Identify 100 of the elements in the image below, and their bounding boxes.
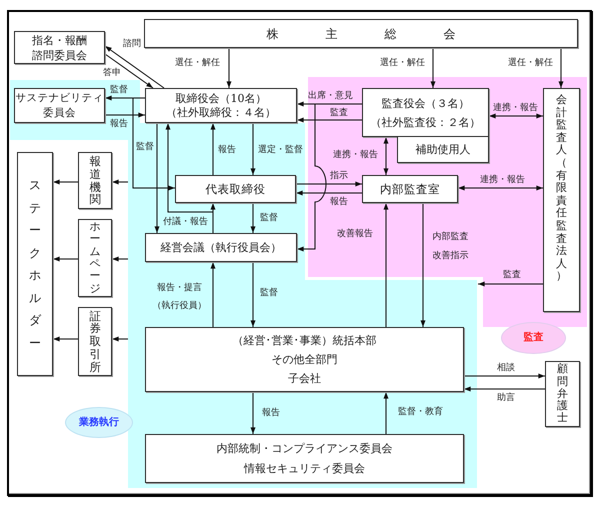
double-arrow: [384, 136, 388, 176]
arrow: [250, 122, 256, 176]
edge-label: 監督: [260, 288, 278, 299]
vertical-box: [543, 88, 580, 312]
edge-label: 報告: [218, 145, 236, 156]
vertical-label: ステークホルダー: [29, 177, 41, 352]
arrow: [52, 336, 78, 342]
arrow: [296, 118, 362, 122]
edge-label: 連携・報告: [493, 103, 538, 114]
edge-label: 監督: [110, 85, 128, 96]
arrow: [210, 262, 216, 328]
box-label: 補助使用人: [416, 142, 470, 156]
org-box: [362, 88, 489, 137]
vertical-label: ホームページ: [90, 221, 100, 295]
edge-label: 答申: [103, 68, 121, 79]
arrow: [250, 262, 256, 328]
edge-label: 連携・報告: [480, 175, 525, 186]
arrow: [112, 180, 128, 184]
org-box: [145, 88, 297, 123]
edge-label: 指示: [330, 171, 348, 182]
arrow: [250, 392, 256, 434]
box-label: 取締役会（10名）: [176, 92, 266, 106]
edge-label: 連携・報告: [333, 150, 378, 161]
box-label: （経営･営業･事業）統括本部: [232, 333, 376, 349]
arrow: [558, 48, 564, 88]
vertical-box: [78, 152, 112, 209]
ellipse-label: 業務執行: [79, 416, 119, 428]
vertical-label: 証券取引所: [89, 310, 101, 374]
arrow: [430, 48, 436, 88]
edge-label: 報告: [330, 197, 348, 208]
edge-label: 付議・報告: [163, 217, 208, 228]
edge-label: 選任・解任: [175, 58, 220, 69]
org-box: [362, 175, 458, 203]
edge-label: 報告: [262, 408, 280, 419]
vertical-label: 会計監査人: [556, 94, 567, 157]
double-arrow: [488, 114, 544, 118]
org-box: [175, 175, 296, 203]
edge-label: 相談: [497, 363, 515, 374]
edge-label: 報告・提言（執行役員）: [151, 282, 208, 313]
edge-label: 内部監査改善指示: [431, 230, 470, 263]
arrow: [132, 98, 176, 190]
org-box: [145, 327, 464, 392]
edge-label: 監査: [503, 270, 521, 281]
vertical-box: [78, 307, 112, 376]
ellipse-label: 監査: [524, 332, 544, 344]
edge-label: 監査: [330, 108, 348, 119]
arrow: [250, 202, 256, 234]
vertical-box: [78, 219, 112, 297]
arrow: [420, 202, 426, 328]
arrow: [296, 190, 362, 196]
arrow: [104, 112, 146, 118]
arrow: [112, 336, 128, 342]
org-box: [144, 19, 578, 48]
org-box: [145, 434, 464, 483]
vertical-label: 顧問弁護士: [557, 363, 568, 425]
box-label: その他全部門: [272, 352, 338, 368]
double-arrow: [458, 186, 544, 190]
box-label: サステナビリティ委員会: [15, 90, 104, 120]
org-box: [397, 136, 489, 163]
edge-label: 選任・解任: [508, 58, 553, 69]
arrow: [464, 374, 546, 378]
arrow: [296, 182, 362, 186]
vertical-label: 報道機関: [89, 154, 101, 206]
vertical-label: （有限責任監査法人）: [556, 156, 567, 283]
box-label: 子会社: [288, 371, 321, 387]
edge-label: 改善報告: [337, 229, 373, 240]
heading-label: 株主総会: [266, 26, 456, 40]
edge-label: 選任・解任: [380, 58, 425, 69]
edge-label: 監督: [260, 213, 278, 224]
vertical-box: [17, 152, 53, 376]
box-label: （社外監査役：２名）: [370, 114, 480, 130]
arrow: [166, 122, 214, 234]
edge-label: 諮問: [123, 39, 141, 50]
arrow: [52, 180, 78, 184]
arrow: [52, 256, 78, 262]
edge-label: 助言: [497, 393, 515, 404]
edge-label: 報告: [110, 119, 128, 130]
arrow: [384, 202, 388, 328]
arrow: [478, 282, 544, 286]
arrow: [384, 392, 388, 434]
arrow: [226, 48, 232, 88]
edge-label: 選定・監督: [258, 145, 303, 156]
box-label: 経営会議（執行役員会）: [160, 240, 282, 254]
box-label: 監査役会（３名）: [382, 96, 470, 112]
vertical-box: [545, 361, 580, 427]
org-box: [145, 233, 297, 262]
arrow: [464, 386, 546, 392]
arrow: [210, 122, 216, 176]
box-label: 指名・報酬諮問委員会: [30, 32, 88, 62]
edge-label: 監督・教育: [398, 407, 443, 418]
edge-label: 出席・意見: [308, 91, 353, 102]
arrow: [154, 122, 160, 234]
arrow: [104, 54, 154, 88]
arrow: [112, 256, 128, 262]
box-label: 代表取締役: [206, 182, 266, 196]
box-label: （社外取締役：４名）: [166, 106, 276, 120]
arrow: [104, 46, 164, 88]
box-label: 内部監査室: [380, 182, 440, 196]
box-label: 内部統制・コンプライアンス委員会: [216, 440, 392, 456]
org-box: [14, 31, 105, 64]
